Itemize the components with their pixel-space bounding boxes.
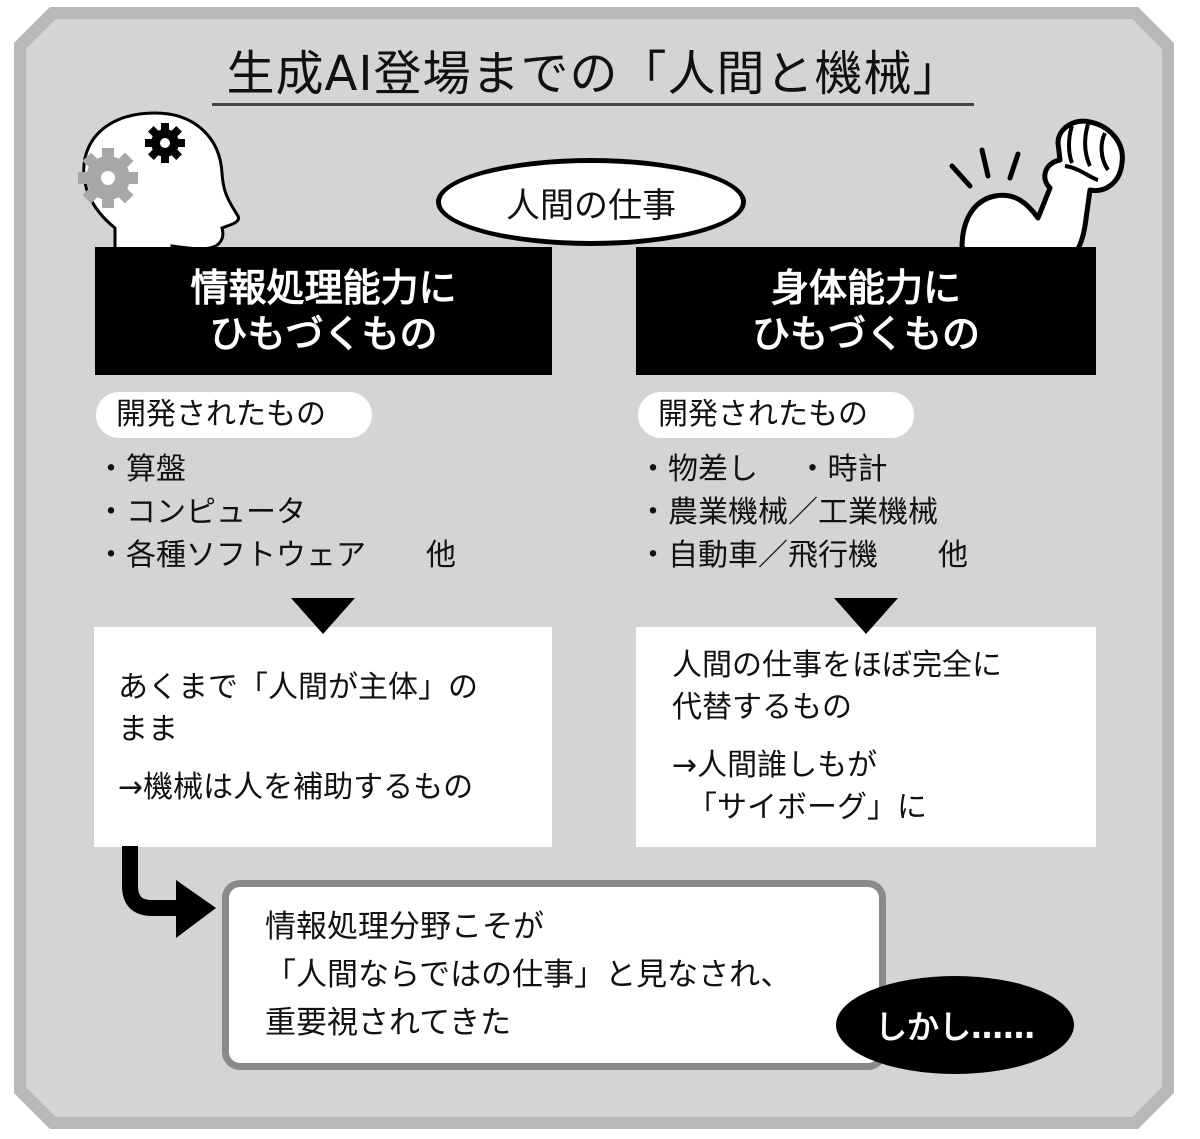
right-result-line1: 人間の仕事をほぼ完全に (672, 648, 1002, 683)
physical-ability-header: 身体能力に ひもづくもの (636, 247, 1096, 375)
human-work-label: 人間の仕事 (506, 185, 676, 226)
conclusion-line1: 情報処理分野こそが (265, 909, 544, 945)
right-result-line2: 代替するもの (672, 690, 852, 725)
list-item: ・算盤 (96, 452, 186, 487)
however-bubble: しかし…… (836, 976, 1074, 1074)
head-with-gears-icon (60, 108, 250, 282)
flexed-arm-icon (940, 108, 1130, 287)
left-result-line1: あくまで「人間が主体」の (118, 670, 478, 705)
conclusion-line3: 重要視されてきた (265, 1005, 512, 1041)
down-arrow-icon (291, 598, 355, 634)
physical-header-line2: ひもづくもの (751, 312, 980, 356)
left-developed-list: ・算盤 ・コンピュータ ・各種ソフトウェア 他 (96, 448, 456, 577)
title-underline (212, 103, 974, 106)
left-result-box: あくまで「人間が主体」の まま →機械は人を補助するもの (94, 627, 552, 847)
list-item: ・各種ソフトウェア 他 (96, 538, 456, 573)
however-label: しかし…… (874, 1008, 1035, 1046)
list-item: ・自動車／飛行機 他 (638, 538, 968, 573)
left-result-line3: →機械は人を補助するもの (118, 770, 474, 805)
info-processing-header: 情報処理能力に ひもづくもの (95, 247, 552, 375)
down-arrow-icon (834, 598, 898, 634)
left-developed-pill: 開発されたもの (96, 392, 372, 438)
info-header-line2: ひもづくもの (209, 312, 438, 356)
human-work-oval: 人間の仕事 (436, 158, 746, 246)
diagram-title: 生成AI登場までの「人間と機械」 (226, 46, 962, 102)
left-result-line2: まま (118, 712, 178, 747)
physical-header-line1: 身体能力に (770, 266, 961, 310)
list-item: ・物差し ・時計 (638, 452, 888, 487)
bent-arrow-icon (120, 846, 220, 950)
list-item: ・コンピュータ (96, 495, 306, 530)
info-header-line1: 情報処理能力に (190, 266, 457, 310)
right-developed-list: ・物差し ・時計 ・農業機械／工業機械 ・自動車／飛行機 他 (638, 448, 968, 577)
right-result-line3: →人間誰しもが (672, 748, 878, 783)
conclusion-box: 情報処理分野こそが 「人間ならではの仕事」と見なされ、 重要視されてきた (222, 880, 886, 1070)
right-result-line4: 「サイボーグ」に (672, 790, 927, 825)
right-result-box: 人間の仕事をほぼ完全に 代替するもの →人間誰しもが 「サイボーグ」に (636, 627, 1096, 847)
right-developed-pill: 開発されたもの (638, 392, 914, 438)
conclusion-line2: 「人間ならではの仕事」と見なされ、 (265, 957, 792, 993)
list-item: ・農業機械／工業機械 (638, 495, 938, 530)
